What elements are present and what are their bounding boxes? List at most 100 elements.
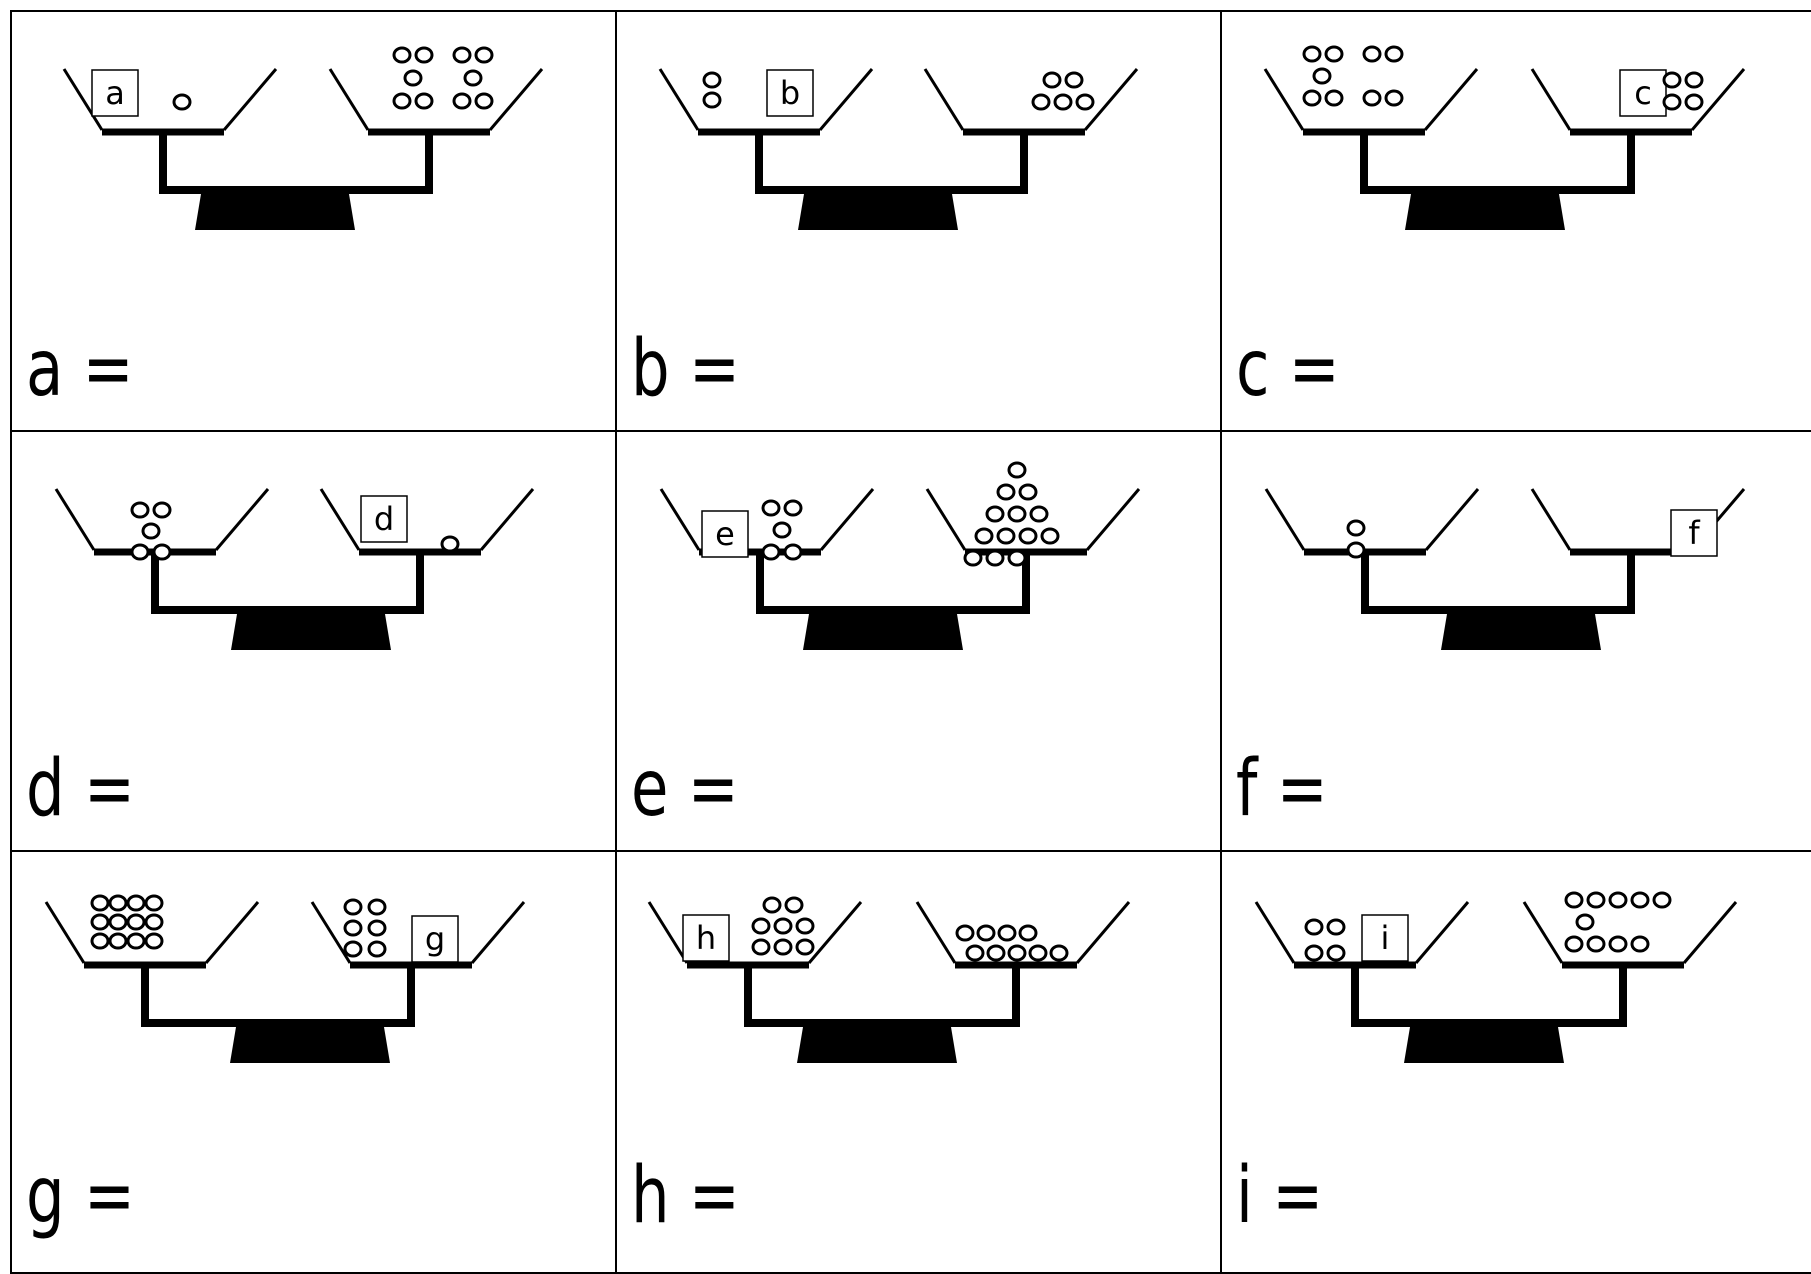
left-pan-right-wall <box>1424 488 1480 551</box>
weight-ball <box>1042 71 1062 89</box>
weight-ball <box>761 543 781 561</box>
weight-ball <box>1684 93 1704 111</box>
weight-ball <box>1384 89 1404 107</box>
weight-ball <box>1564 891 1584 909</box>
right-pan-left-wall <box>310 901 352 964</box>
scale-base <box>797 1027 957 1063</box>
weight-ball <box>1040 527 1060 545</box>
weight-ball <box>1630 935 1650 953</box>
puzzle-cell-c: c c = <box>1222 12 1811 432</box>
balance-scale-e: e <box>659 461 1141 650</box>
weight-ball <box>1064 71 1084 89</box>
scale-base <box>230 1027 390 1063</box>
unknown-weight-box: g <box>411 915 459 963</box>
answer-label-c: c = <box>1236 324 1340 414</box>
right-pan-left-wall <box>1530 68 1572 131</box>
left-pan-right-wall <box>819 488 875 551</box>
weight-ball <box>1028 944 1048 962</box>
weight-ball <box>1302 45 1322 63</box>
right-pan-left-wall <box>1530 488 1572 551</box>
left-pan-right-wall <box>222 68 278 131</box>
balance-scale-h: h <box>647 896 1131 1063</box>
weight-ball <box>90 913 110 931</box>
unknown-weight-box: c <box>1619 69 1667 117</box>
weight-ball <box>1007 944 1027 962</box>
unknown-weight-label: f <box>1688 514 1700 552</box>
weight-ball <box>452 92 472 110</box>
weight-ball <box>108 932 128 950</box>
weight-ball <box>963 549 983 567</box>
answer-label-b: b = <box>631 324 740 414</box>
weight-ball <box>367 940 387 958</box>
weight-ball <box>1346 519 1366 537</box>
weight-ball <box>762 896 782 914</box>
left-pan-left-wall <box>44 901 86 964</box>
unknown-weight-box: h <box>682 914 730 962</box>
weight-ball <box>126 932 146 950</box>
weight-ball <box>1018 924 1038 942</box>
puzzle-cell-b: b b = <box>617 12 1222 432</box>
balance-scale-f: f <box>1264 488 1746 650</box>
left-pan-right-wall <box>204 901 260 964</box>
weight-ball <box>90 932 110 950</box>
right-pan-left-wall <box>319 488 361 551</box>
weight-ball <box>1362 45 1382 63</box>
weight-ball <box>414 92 434 110</box>
weight-ball <box>795 938 815 956</box>
weight-ball <box>783 543 803 561</box>
right-pan-right-wall <box>488 68 544 131</box>
scale-frame <box>159 134 433 194</box>
answer-label-e: e = <box>631 744 739 834</box>
weight-ball <box>1029 505 1049 523</box>
weight-ball <box>1586 891 1606 909</box>
left-pan-right-wall <box>818 68 874 131</box>
puzzle-cell-i: i i = <box>1222 852 1811 1274</box>
weight-ball <box>403 69 423 87</box>
right-pan-right-wall <box>1083 68 1139 131</box>
answer-label-i: i = <box>1236 1151 1324 1241</box>
unknown-weight-label: h <box>696 919 716 957</box>
weight-ball <box>392 46 412 64</box>
weight-ball <box>1302 89 1322 107</box>
unknown-weight-label: c <box>1634 74 1652 112</box>
unknown-weight-box: a <box>91 69 139 117</box>
weight-ball <box>1053 93 1073 111</box>
right-pan-left-wall <box>1522 901 1564 964</box>
left-pan-right-wall <box>1423 68 1479 131</box>
weight-ball <box>1007 461 1027 479</box>
weight-ball <box>452 46 472 64</box>
unknown-weight-box: f <box>1670 509 1718 557</box>
unknown-weight-box: b <box>766 69 814 117</box>
scale-frame <box>151 554 424 614</box>
balance-scale-d: d <box>54 488 535 650</box>
weight-ball <box>1346 541 1366 559</box>
right-pan-right-wall <box>1690 68 1746 131</box>
weight-ball <box>108 913 128 931</box>
weight-ball <box>1049 944 1069 962</box>
weight-ball <box>751 917 771 935</box>
weight-ball <box>1312 67 1332 85</box>
balance-scale-a: a <box>62 46 544 230</box>
weight-ball <box>367 919 387 937</box>
unknown-weight-box: i <box>1361 914 1409 962</box>
weight-ball <box>463 69 483 87</box>
right-pan-left-wall <box>923 68 965 131</box>
weight-ball <box>773 938 793 956</box>
weight-ball <box>90 894 110 912</box>
weight-ball <box>343 940 363 958</box>
weight-ball <box>955 924 975 942</box>
weight-ball <box>1608 935 1628 953</box>
weight-ball <box>1630 891 1650 909</box>
weight-ball <box>702 71 722 89</box>
unknown-weight-box: d <box>360 495 408 543</box>
weight-ball <box>996 483 1016 501</box>
weight-ball <box>1031 93 1051 111</box>
weight-ball <box>1007 549 1027 567</box>
left-pan-left-wall <box>1264 488 1306 551</box>
unknown-weight-label: a <box>105 74 125 112</box>
unknown-weight-label: b <box>780 74 800 112</box>
left-pan-left-wall <box>1254 901 1296 964</box>
